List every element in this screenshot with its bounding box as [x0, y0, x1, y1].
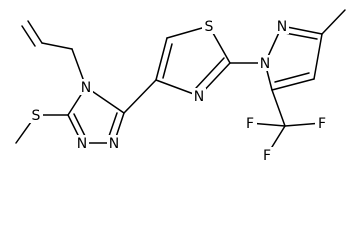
bond-c4-c5-double: [162, 43, 173, 79]
atom-layer: N N N S S N N N: [29, 18, 329, 164]
structure-drawing: N N N S S N N N: [15, 9, 346, 164]
atom-label-s-methylthio: S: [32, 108, 41, 124]
bond-n1-c5-double: [107, 112, 118, 140]
bond-n3-c4: [155, 79, 200, 97]
atom-label-n-pyrazole-1: N: [260, 56, 270, 72]
bond-c4-c5: [155, 37, 168, 81]
bond-pz-c3-c4: [313, 33, 323, 80]
bond-c5-cf3: [271, 89, 286, 127]
bond-pz-c4-c5: [271, 78, 315, 91]
atom-s-methylthio: S: [29, 107, 43, 124]
bond-allyl-double-b: [21, 25, 36, 47]
atom-label-n-thiazole: N: [194, 89, 204, 105]
atom-label-n-triazole-1: N: [109, 136, 119, 152]
atom-f-bottom: F: [260, 147, 274, 164]
bond-pz-n2-c3-double: [284, 32, 318, 40]
bond-c3-n2-double: [73, 113, 86, 137]
atom-label-f-bottom: F: [263, 148, 271, 164]
atom-label-n-triazole-2: N: [77, 136, 87, 152]
atom-label-f-right: F: [318, 116, 326, 132]
atom-n-triazole-4: N: [79, 79, 93, 96]
atom-s-thiazole: S: [202, 18, 216, 35]
bond-layer: [15, 9, 346, 156]
atom-label-n-triazole-4: N: [81, 80, 91, 96]
atom-n-pyrazole-1: N: [258, 55, 272, 72]
bond-allyl-ch: [41, 42, 73, 50]
atom-label-n-pyrazole-2: N: [277, 19, 287, 35]
bond-c2-n3-double: [195, 57, 225, 89]
atom-n-thiazole: N: [192, 88, 206, 105]
atom-label-s-thiazole: S: [205, 19, 214, 35]
atom-f-left: F: [243, 115, 257, 132]
atom-label-f-left: F: [246, 116, 254, 132]
atom-n-pyrazole-2: N: [275, 18, 289, 35]
bond-pz-c4-c5-double: [274, 72, 310, 83]
atom-n-triazole-1: N: [107, 135, 121, 152]
molecule-canvas: N N N S S N N N: [15, 9, 346, 164]
bond-pz-methyl: [321, 9, 346, 35]
bond-allyl-double-a: [27, 20, 43, 44]
atom-f-right: F: [315, 115, 329, 132]
atom-n-triazole-2: N: [75, 135, 89, 152]
bond-triazole-thiazole: [123, 79, 157, 114]
